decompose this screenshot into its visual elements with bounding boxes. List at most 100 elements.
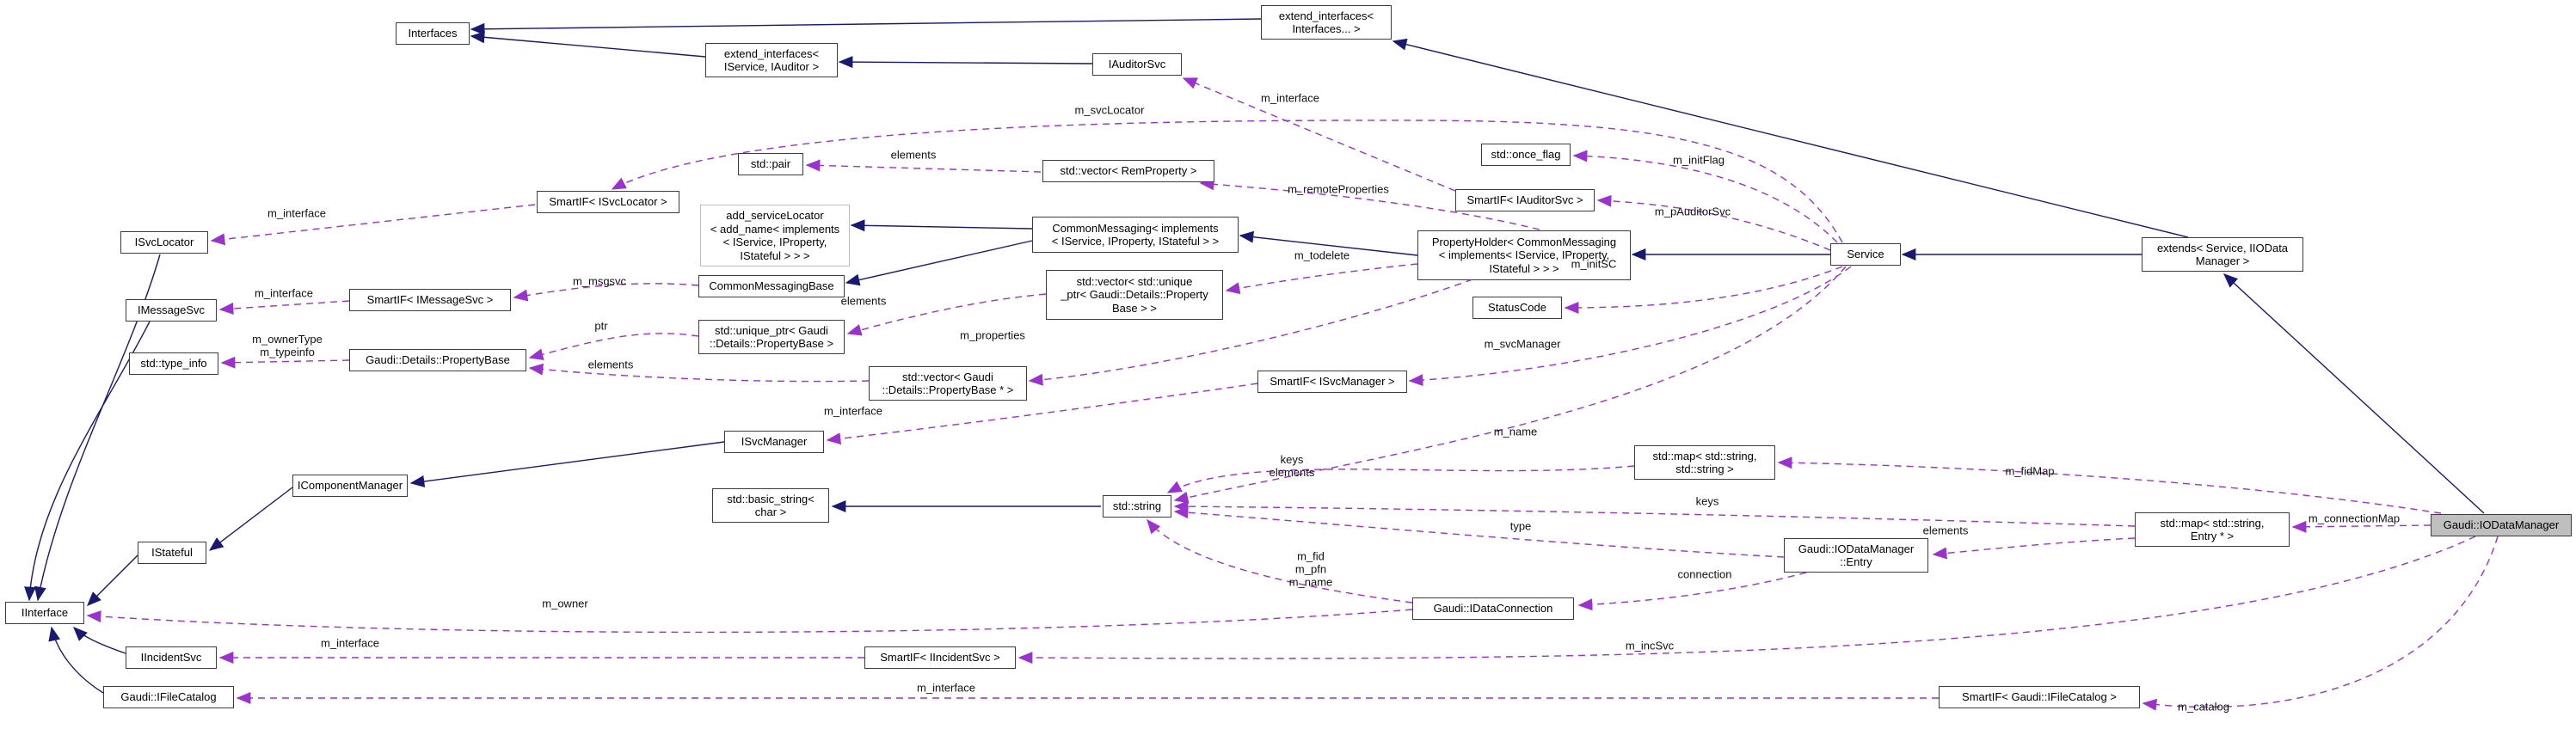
edge-iodatamanager-extends bbox=[2222, 273, 2485, 514]
node-std-once-flag[interactable]: std::once_flag bbox=[1481, 144, 1571, 166]
edge-extinterfaces-interfaces bbox=[470, 18, 1262, 35]
edge-extends-extinterfaces bbox=[1392, 38, 2189, 238]
edge-label-m-interface-svclocator: m_interface bbox=[267, 206, 326, 220]
node-propertyholder[interactable]: PropertyHolder< CommonMessaging < implem… bbox=[1417, 230, 1631, 280]
edge-smartifiauditorsvc-iauditorsvc bbox=[1182, 77, 1456, 192]
edge-iauditorsvc-extinterfaces bbox=[838, 56, 1093, 69]
edge-label-m-pauditorsvc: m_pAuditorSvc bbox=[1654, 205, 1731, 218]
node-gaudi-details-propertybase[interactable]: Gaudi::Details::PropertyBase bbox=[349, 349, 526, 371]
node-extend-interfaces-iservice-iauditor[interactable]: extend_interfaces< IService, IAuditor > bbox=[705, 43, 838, 77]
node-std-basic-string[interactable]: std::basic_string< char > bbox=[712, 488, 829, 523]
edge-label-m-properties: m_properties bbox=[960, 328, 1025, 342]
edge-mapstringstring-stdstring bbox=[1166, 465, 1635, 493]
edge-iodatamanager-mapstringstring bbox=[1777, 456, 2442, 514]
node-commonmessagingbase[interactable]: CommonMessagingBase bbox=[698, 275, 845, 297]
node-add-servicelocator: add_serviceLocator < add_name< implement… bbox=[700, 205, 850, 266]
edge-service-onceflag bbox=[1572, 150, 1838, 243]
edge-label-m-interface-messagesvc: m_interface bbox=[255, 286, 313, 300]
edge-iodatamanager-smartifiincidentsvc bbox=[1017, 536, 2476, 665]
edge-label-elements-uniqueptr: elements bbox=[840, 294, 887, 308]
node-icomponentmanager[interactable]: IComponentManager bbox=[292, 475, 408, 497]
node-gaudi-iodatamanager: Gaudi::IODataManager bbox=[2431, 514, 2572, 536]
edge-label-m-interface-svcmanager: m_interface bbox=[824, 404, 882, 418]
edge-label-keys: keys bbox=[1695, 494, 1719, 508]
edge-label-elements-entry: elements bbox=[1922, 524, 1969, 537]
node-smartif-gaudi-ifilecatalog[interactable]: SmartIF< Gaudi::IFileCatalog > bbox=[1939, 686, 2140, 708]
edge-label-m-interface-incident: m_interface bbox=[321, 636, 379, 650]
node-interfaces[interactable]: Interfaces bbox=[396, 22, 470, 45]
node-isvcmanager[interactable]: ISvcManager bbox=[724, 431, 824, 453]
edge-entry-idataconnection bbox=[1577, 572, 1807, 611]
node-gaudi-ifilecatalog[interactable]: Gaudi::IFileCatalog bbox=[103, 686, 234, 708]
edge-istateful-iinterface bbox=[87, 554, 138, 606]
edge-label-m-initflag: m_initFlag bbox=[1673, 153, 1725, 167]
edge-vectorremproperty-stdpair bbox=[805, 159, 1042, 173]
node-service[interactable]: Service bbox=[1830, 243, 1901, 266]
edge-label-m-owner: m_owner bbox=[542, 597, 588, 610]
edge-vectorpropertybaseptr-propertybase bbox=[528, 363, 870, 383]
node-extends-service-iiodatamanager[interactable]: extends< Service, IIOData Manager > bbox=[2142, 237, 2303, 272]
node-istateful[interactable]: IStateful bbox=[138, 542, 206, 564]
edge-label-m-catalog: m_catalog bbox=[2178, 700, 2229, 714]
node-extend-interfaces[interactable]: extend_interfaces< Interfaces... > bbox=[1261, 5, 1392, 40]
edge-propertyholder-vectorremproperty bbox=[1199, 178, 1540, 230]
node-iincidentsvc[interactable]: IIncidentSvc bbox=[126, 646, 217, 669]
edge-label-m-interface-auditor: m_interface bbox=[1261, 91, 1319, 105]
edge-label-keys-elements: keys elements bbox=[1269, 453, 1315, 479]
node-smartif-iauditorsvc[interactable]: SmartIF< IAuditorSvc > bbox=[1455, 189, 1595, 211]
edge-entry-stdstring-type bbox=[1173, 506, 1785, 558]
node-std-vector-propertybase-ptr[interactable]: std::vector< Gaudi ::Details::PropertyBa… bbox=[869, 366, 1027, 401]
edge-label-m-incsvc: m_incSvc bbox=[1625, 639, 1675, 652]
edge-iodatamanager-mapstringentry bbox=[2291, 520, 2432, 533]
node-statuscode[interactable]: StatusCode bbox=[1472, 297, 1562, 319]
edge-propertyholder-vectorpropertybaseptr bbox=[1028, 279, 1473, 386]
edge-uniqueptr-propertybase bbox=[528, 333, 699, 361]
node-std-vector-remproperty[interactable]: std::vector< RemProperty > bbox=[1042, 160, 1214, 182]
edge-commonmessaging-addservicelocator bbox=[850, 219, 1033, 232]
node-smartif-isvcmanager[interactable]: SmartIF< ISvcManager > bbox=[1257, 371, 1407, 393]
edge-label-ptr: ptr bbox=[594, 319, 608, 333]
node-std-vector-uniqueptr-propertybase[interactable]: std::vector< std::unique _ptr< Gaudi::De… bbox=[1046, 270, 1223, 320]
edge-label-elements-pair: elements bbox=[890, 148, 937, 162]
node-isvclocator[interactable]: ISvcLocator bbox=[120, 231, 208, 254]
node-std-map-string-string[interactable]: std::map< std::string, std::string > bbox=[1634, 445, 1775, 480]
edge-label-m-fid-pfn-name: m_fid m_pfn m_name bbox=[1288, 549, 1333, 589]
node-std-pair[interactable]: std::pair bbox=[738, 153, 803, 175]
node-iauditorsvc[interactable]: IAuditorSvc bbox=[1092, 53, 1182, 76]
edge-idataconnection-stdstring bbox=[1147, 518, 1413, 603]
node-smartif-iincidentsvc[interactable]: SmartIF< IIncidentSvc > bbox=[864, 646, 1016, 669]
edge-mapstringentry-entry bbox=[1932, 537, 2136, 560]
node-iinterface[interactable]: IInterface bbox=[5, 602, 84, 624]
edge-label-m-remoteproperties: m_remoteProperties bbox=[1288, 182, 1389, 196]
node-smartif-imessagesvc[interactable]: SmartIF< IMessageSvc > bbox=[349, 289, 511, 311]
edge-ifilecatalog-iinterface bbox=[48, 626, 104, 694]
node-std-map-string-entry[interactable]: std::map< std::string, Entry * > bbox=[2135, 512, 2290, 547]
edge-propertyholder-commonmessaging bbox=[1239, 230, 1418, 256]
edge-commonmessaging-commonmessagingbase bbox=[845, 240, 1033, 286]
node-std-type-info[interactable]: std::type_info bbox=[129, 352, 218, 375]
edge-label-m-initsc: m_initSC bbox=[1571, 257, 1617, 271]
edge-label-m-fidmap: m_fidMap bbox=[2005, 464, 2055, 478]
node-smartif-isvclocator[interactable]: SmartIF< ISvcLocator > bbox=[537, 191, 679, 213]
node-gaudi-iodatamanager-entry[interactable]: Gaudi::IODataManager ::Entry bbox=[1784, 538, 1928, 573]
edge-label-connection: connection bbox=[1677, 567, 1732, 581]
edge-smartifisvclocator-isvclocator bbox=[210, 204, 536, 246]
edge-service-smartifisvclocator bbox=[611, 119, 1843, 243]
edge-service-statuscode bbox=[1564, 266, 1843, 314]
edge-label-m-name: m_name bbox=[1493, 425, 1538, 438]
edge-service-smartifisvcmanager bbox=[1408, 266, 1852, 387]
edge-label-m-svclocator: m_svcLocator bbox=[1074, 103, 1145, 117]
node-commonmessaging[interactable]: CommonMessaging< implements < IService, … bbox=[1032, 217, 1239, 253]
node-std-string[interactable]: std::string bbox=[1103, 495, 1171, 518]
node-std-uniqueptr-propertybase[interactable]: std::unique_ptr< Gaudi ::Details::Proper… bbox=[698, 320, 845, 354]
node-gaudi-idataconnection[interactable]: Gaudi::IDataConnection bbox=[1412, 597, 1574, 620]
edge-service-smartifiauditorsvc bbox=[1596, 194, 1831, 251]
edge-icomponentmanager-istateful bbox=[208, 487, 293, 551]
edge-label-m-connectionmap: m_connectionMap bbox=[2308, 512, 2401, 525]
edge-iodatamanager-smartififilecatalog bbox=[2142, 536, 2499, 711]
node-imessagesvc[interactable]: IMessageSvc bbox=[126, 299, 217, 322]
edge-isvcmanager-icomponentmanager bbox=[409, 441, 725, 487]
edge-propertyholder-vectoruniqueptr bbox=[1225, 263, 1418, 295]
edge-label-m-interface-catalog: m_interface bbox=[917, 681, 975, 695]
